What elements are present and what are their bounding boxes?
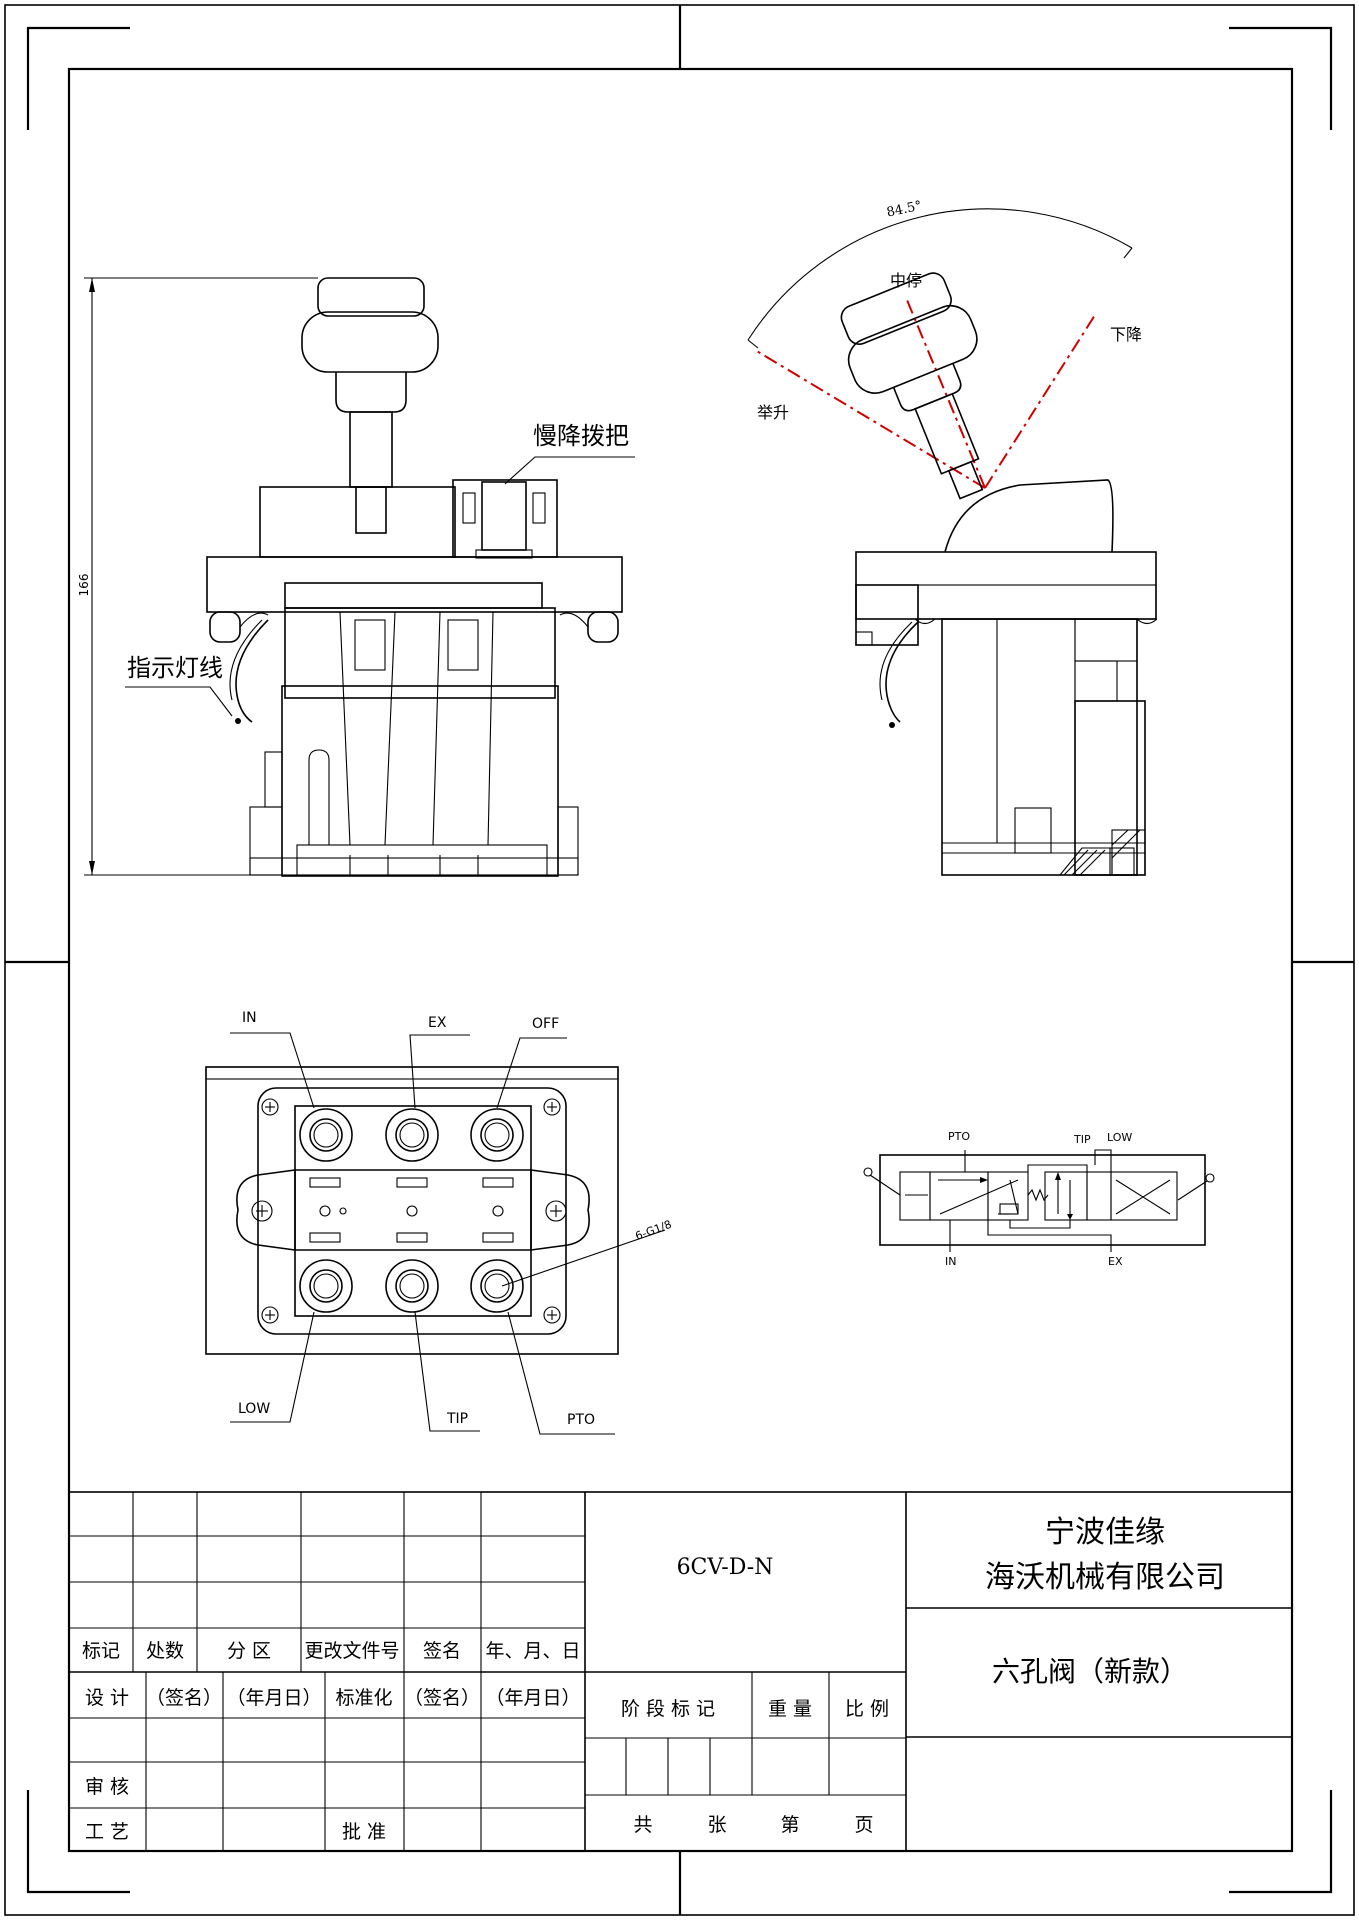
rev-header-date: 年、月、日 <box>485 1640 580 1662</box>
port-view: IN EX OFF LOW TIP PTO 6-G1/8 <box>205 1010 674 1435</box>
port-in-label: IN <box>242 1010 257 1026</box>
rev-header-mark: 标记 <box>82 1640 120 1662</box>
port-pto-label: PTO <box>567 1412 595 1428</box>
drawing-number: 6CV-D-N <box>677 1555 774 1580</box>
schematic-in-label: IN <box>945 1255 956 1268</box>
port-off-label: OFF <box>532 1016 559 1032</box>
process-label: 工 艺 <box>85 1821 129 1843</box>
dimension-166: 166 <box>77 574 91 597</box>
standardize-date: （年月日） <box>485 1687 580 1709</box>
hydraulic-schematic: PTO TIP LOW IN EX <box>863 1130 1215 1268</box>
schematic-pto-label: PTO <box>948 1130 970 1143</box>
thread-spec-label: 6-G1/8 <box>634 1218 674 1243</box>
approve-label: 批 准 <box>342 1821 386 1843</box>
position-raise: 举升 <box>757 403 789 422</box>
weight-label: 重 量 <box>768 1698 812 1720</box>
port-low-label: LOW <box>238 1401 270 1417</box>
review-label: 审 核 <box>85 1776 129 1798</box>
schematic-tip-label: TIP <box>1073 1133 1091 1146</box>
sheet-total-label: 共 <box>633 1814 652 1836</box>
rev-header-zone: 分 区 <box>227 1640 271 1662</box>
sheet-unit-label: 张 <box>707 1814 726 1836</box>
company-name-line2: 海沃机械有限公司 <box>985 1560 1225 1595</box>
page-unit-label: 页 <box>854 1814 873 1836</box>
stage-mark-label: 阶 段 标 记 <box>621 1698 715 1720</box>
position-lower: 下降 <box>1110 325 1142 344</box>
title-block: 标记 处数 分 区 更改文件号 签名 年、月、日 设 计 （签名） （年月日） … <box>68 1491 1293 1852</box>
port-tip-label: TIP <box>446 1411 468 1427</box>
sheet-no-label: 第 <box>780 1814 799 1836</box>
port-ex-label: EX <box>428 1015 447 1031</box>
rev-header-sign: 签名 <box>423 1640 461 1662</box>
angle-label: 84.5° <box>885 199 923 221</box>
rev-header-count: 处数 <box>146 1640 184 1662</box>
design-label: 设 计 <box>85 1687 129 1709</box>
position-middle: 中停 <box>890 271 922 290</box>
callout-indicator-wire: 指示灯线 <box>127 654 223 682</box>
company-name-line1: 宁波佳缘 <box>1045 1515 1165 1550</box>
rev-header-change-doc: 更改文件号 <box>304 1640 399 1662</box>
schematic-ex-label: EX <box>1108 1255 1123 1268</box>
scale-label: 比 例 <box>845 1698 889 1720</box>
callout-slow-lever: 慢降拨把 <box>533 422 629 450</box>
design-sign: （签名） <box>146 1687 222 1709</box>
standardize-sign: （签名） <box>404 1687 480 1709</box>
part-name: 六孔阀（新款） <box>992 1655 1188 1688</box>
schematic-low-label: LOW <box>1107 1131 1132 1144</box>
standardize-label: 标准化 <box>335 1687 392 1709</box>
front-view: 166 慢降拨把 <box>77 277 635 877</box>
side-view: 84.5° 中停 下降 举升 <box>747 199 1158 876</box>
design-date: （年月日） <box>226 1687 321 1709</box>
